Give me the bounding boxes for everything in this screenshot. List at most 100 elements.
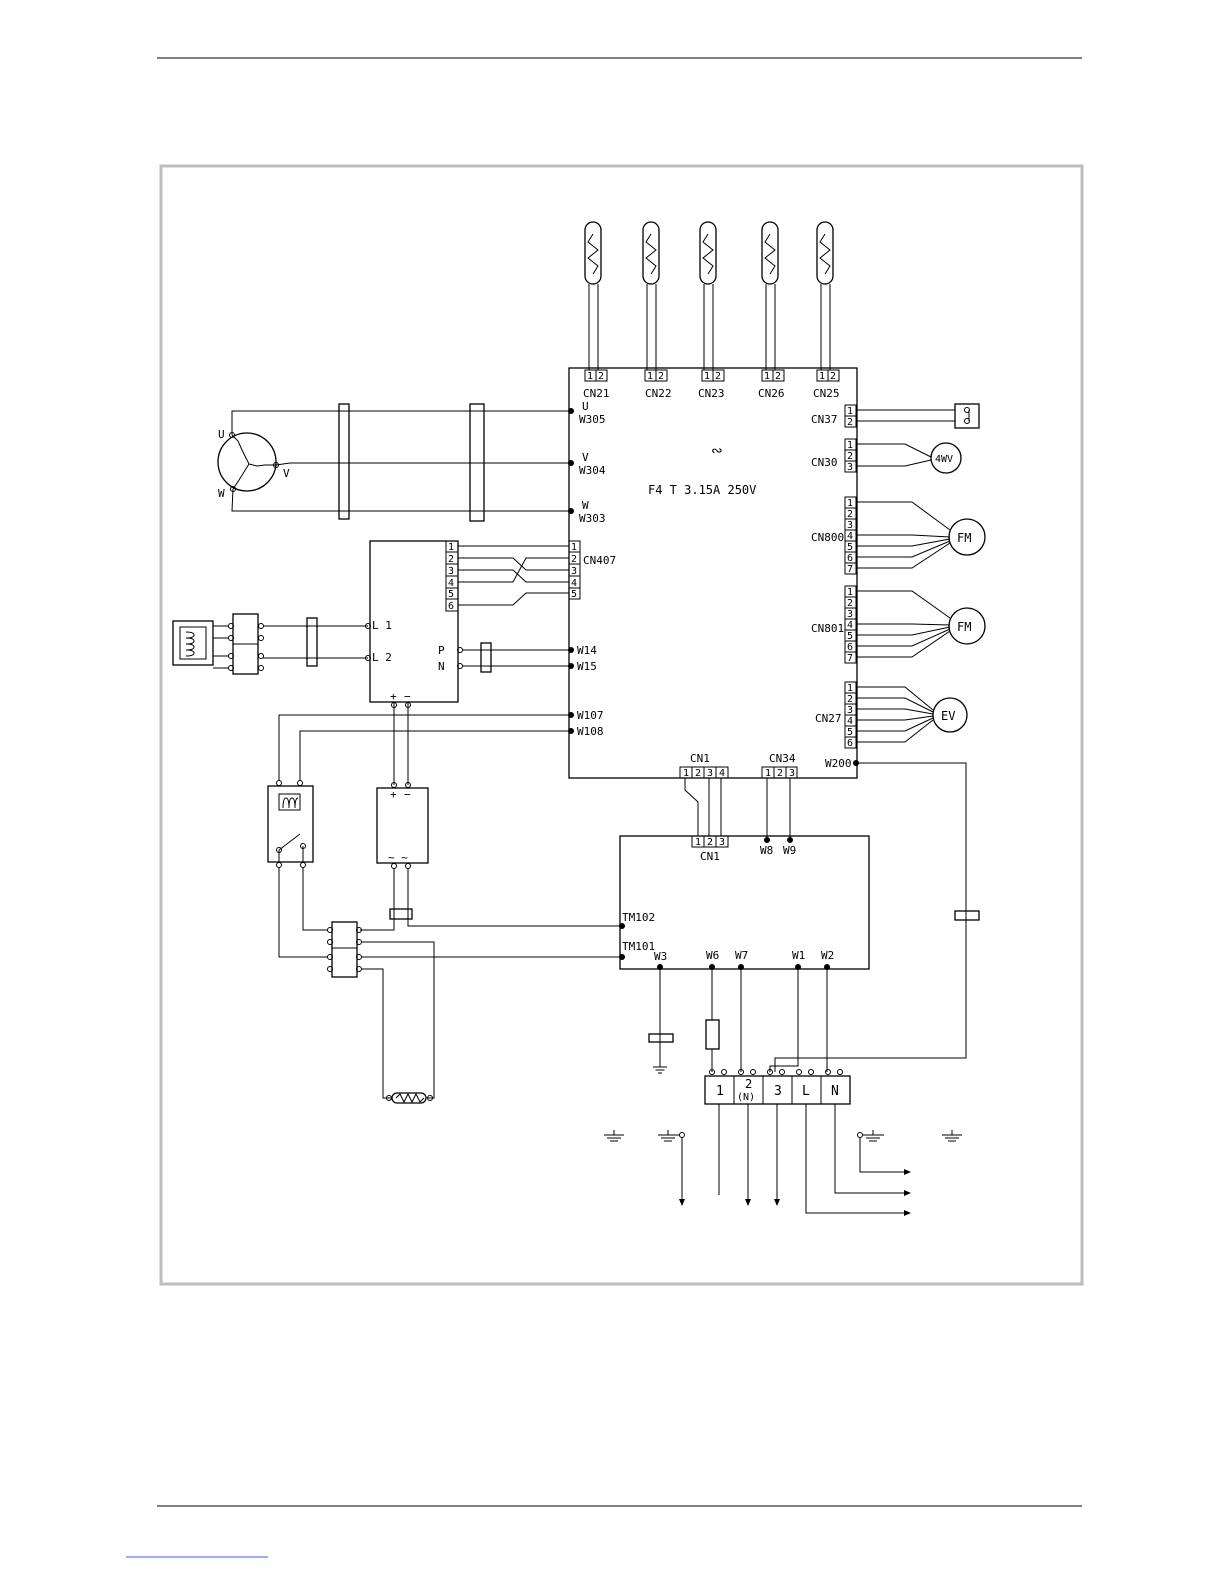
svg-text:6: 6 <box>847 738 853 749</box>
fan-motor-1-label: FM <box>957 531 971 545</box>
tm102-label: TM102 <box>622 911 655 924</box>
inverter-l1: L 1 <box>372 619 392 632</box>
svg-text:2: 2 <box>775 371 781 382</box>
svg-text:3: 3 <box>571 566 577 577</box>
rectifier-minus: − <box>404 788 411 801</box>
ferrite-core-ac <box>306 617 318 667</box>
svg-text:1: 1 <box>683 768 689 779</box>
svg-text:4: 4 <box>847 620 853 631</box>
cn27-connector: 12 34 56 <box>844 681 857 749</box>
svg-text:1: 1 <box>847 587 853 598</box>
svg-text:2: 2 <box>847 417 853 428</box>
svg-text:1: 1 <box>847 683 853 694</box>
ground-icon <box>653 1066 667 1074</box>
w6-label: W6 <box>706 949 719 962</box>
cable-clamp <box>338 403 350 520</box>
arrow-icon <box>904 1169 911 1175</box>
svg-text:2: 2 <box>847 509 853 520</box>
svg-text:1: 1 <box>847 440 853 451</box>
ground-icon <box>942 1130 962 1142</box>
svg-text:5: 5 <box>847 727 853 738</box>
cn25-label: CN25 <box>813 387 840 400</box>
svg-text:1: 1 <box>819 371 825 382</box>
inverter-plus: + <box>390 690 397 703</box>
ground-icon <box>604 1130 624 1142</box>
svg-text:3: 3 <box>789 768 795 779</box>
w9-label: W9 <box>783 844 796 857</box>
terminal-w303: W303 <box>579 512 606 525</box>
svg-text:4: 4 <box>719 768 725 779</box>
terminal-l: L <box>802 1084 810 1099</box>
diagram-frame <box>159 164 1084 1286</box>
cn800-label: CN800 <box>811 531 844 544</box>
svg-text:7: 7 <box>847 564 853 575</box>
svg-text:4: 4 <box>847 531 853 542</box>
svg-text:3: 3 <box>847 462 853 473</box>
svg-text:2: 2 <box>847 694 853 705</box>
svg-text:1: 1 <box>571 542 577 553</box>
svg-text:3: 3 <box>847 609 853 620</box>
svg-text:2: 2 <box>658 371 664 382</box>
svg-text:3: 3 <box>719 837 725 848</box>
svg-text:4: 4 <box>847 716 853 727</box>
w15-label: W15 <box>577 660 597 673</box>
inverter-l2: L 2 <box>372 651 392 664</box>
w2-label: W2 <box>821 949 834 962</box>
cn800-connector: 12 34 56 7 <box>844 496 857 575</box>
terminal-w: W <box>582 499 589 512</box>
cn22-label: CN22 <box>645 387 672 400</box>
fuse-w6 <box>705 1019 720 1050</box>
rectifier <box>376 787 429 864</box>
rectifier-plus: + <box>390 788 397 801</box>
svg-text:6: 6 <box>847 553 853 564</box>
w8-label: W8 <box>760 844 773 857</box>
svg-text:2: 2 <box>448 554 454 565</box>
inverter-p: P <box>438 644 445 657</box>
expansion-valve-label: EV <box>941 709 955 723</box>
cn34-board-label: CN34 <box>769 752 796 765</box>
cn1-sub-label: CN1 <box>700 850 720 863</box>
svg-text:3: 3 <box>707 768 713 779</box>
svg-text:1: 1 <box>765 768 771 779</box>
terminal-w304: W304 <box>579 464 606 477</box>
tm101-label: TM101 <box>622 940 655 953</box>
sub-pcb <box>619 835 870 970</box>
w14-label: W14 <box>577 644 597 657</box>
cn21-label: CN21 <box>583 387 610 400</box>
inverter-n: N <box>438 660 445 673</box>
svg-text:4: 4 <box>448 578 454 589</box>
svg-text:2: 2 <box>695 768 701 779</box>
ferrite-core-dc <box>480 642 492 673</box>
svg-text:7: 7 <box>847 653 853 664</box>
svg-text:3: 3 <box>847 520 853 531</box>
fuse-rating: F4 T 3.15A 250V <box>648 483 756 497</box>
four-way-valve-coil <box>930 442 962 474</box>
reactor-coil-icon <box>179 626 207 660</box>
terminal-2: 2 <box>745 1077 752 1091</box>
svg-text:2: 2 <box>847 598 853 609</box>
terminal-3: 3 <box>774 1084 782 1099</box>
compressor-motor: U V W <box>217 428 290 500</box>
svg-text:5: 5 <box>571 589 577 600</box>
svg-text:1: 1 <box>704 371 710 382</box>
ferrite-core-ground <box>954 910 980 921</box>
svg-text:2: 2 <box>571 554 577 565</box>
compressor-u-label: U <box>218 428 225 441</box>
ferrite-core-compressor <box>469 403 485 522</box>
ferrite-core-w3 <box>648 1033 674 1043</box>
ground-icon <box>857 1130 884 1142</box>
ferrite-core-rectifier <box>389 908 413 920</box>
svg-text:3: 3 <box>448 566 454 577</box>
terminal-2-n: (N) <box>737 1092 755 1103</box>
svg-text:2: 2 <box>715 371 721 382</box>
rectifier-ac: ~ ~ <box>388 851 408 864</box>
inverter-module <box>369 540 459 703</box>
svg-text:3: 3 <box>847 705 853 716</box>
arrow-icon <box>679 1199 685 1206</box>
